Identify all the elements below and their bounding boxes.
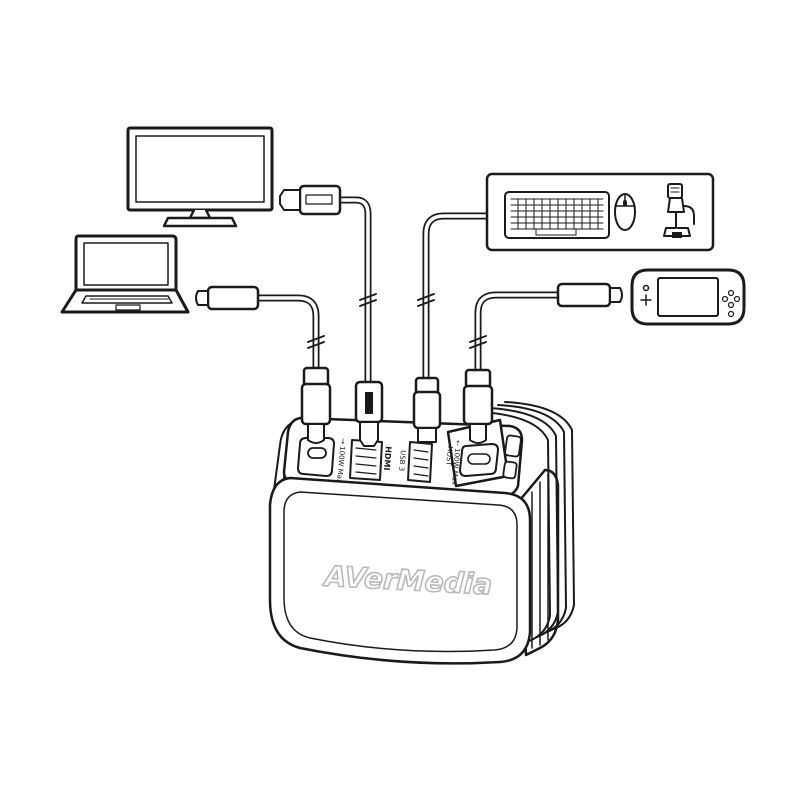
usb-a-cable	[412, 212, 492, 443]
mouse-icon	[614, 193, 636, 231]
keyboard-icon	[504, 191, 610, 239]
hdmi-port: HDMI	[349, 439, 393, 481]
host-power-label: ← 100W Max	[450, 440, 462, 486]
headset-icon	[663, 183, 695, 238]
console-usb-c-cable	[462, 282, 623, 444]
usb-a-port: USB 3	[397, 441, 433, 483]
host-label: HOST	[444, 446, 454, 467]
side-ports	[502, 434, 522, 480]
monitor-icon	[126, 126, 274, 228]
hdmi-cable	[279, 184, 384, 447]
usb-c-power-label: → 100W Max	[335, 438, 347, 484]
dock-station: AVerMedia → 100W Max HDMI USB 3 ← 100W M…	[268, 401, 575, 665]
hdmi-label: HDMI	[382, 446, 393, 471]
usb-c-port-left: → 100W Max	[297, 437, 347, 484]
usb3-label: USB 3	[397, 450, 407, 472]
game-console-icon	[630, 268, 746, 326]
laptop-icon	[60, 234, 190, 314]
peripherals-panel	[485, 172, 715, 252]
laptop-usb-c-cable	[195, 285, 332, 444]
